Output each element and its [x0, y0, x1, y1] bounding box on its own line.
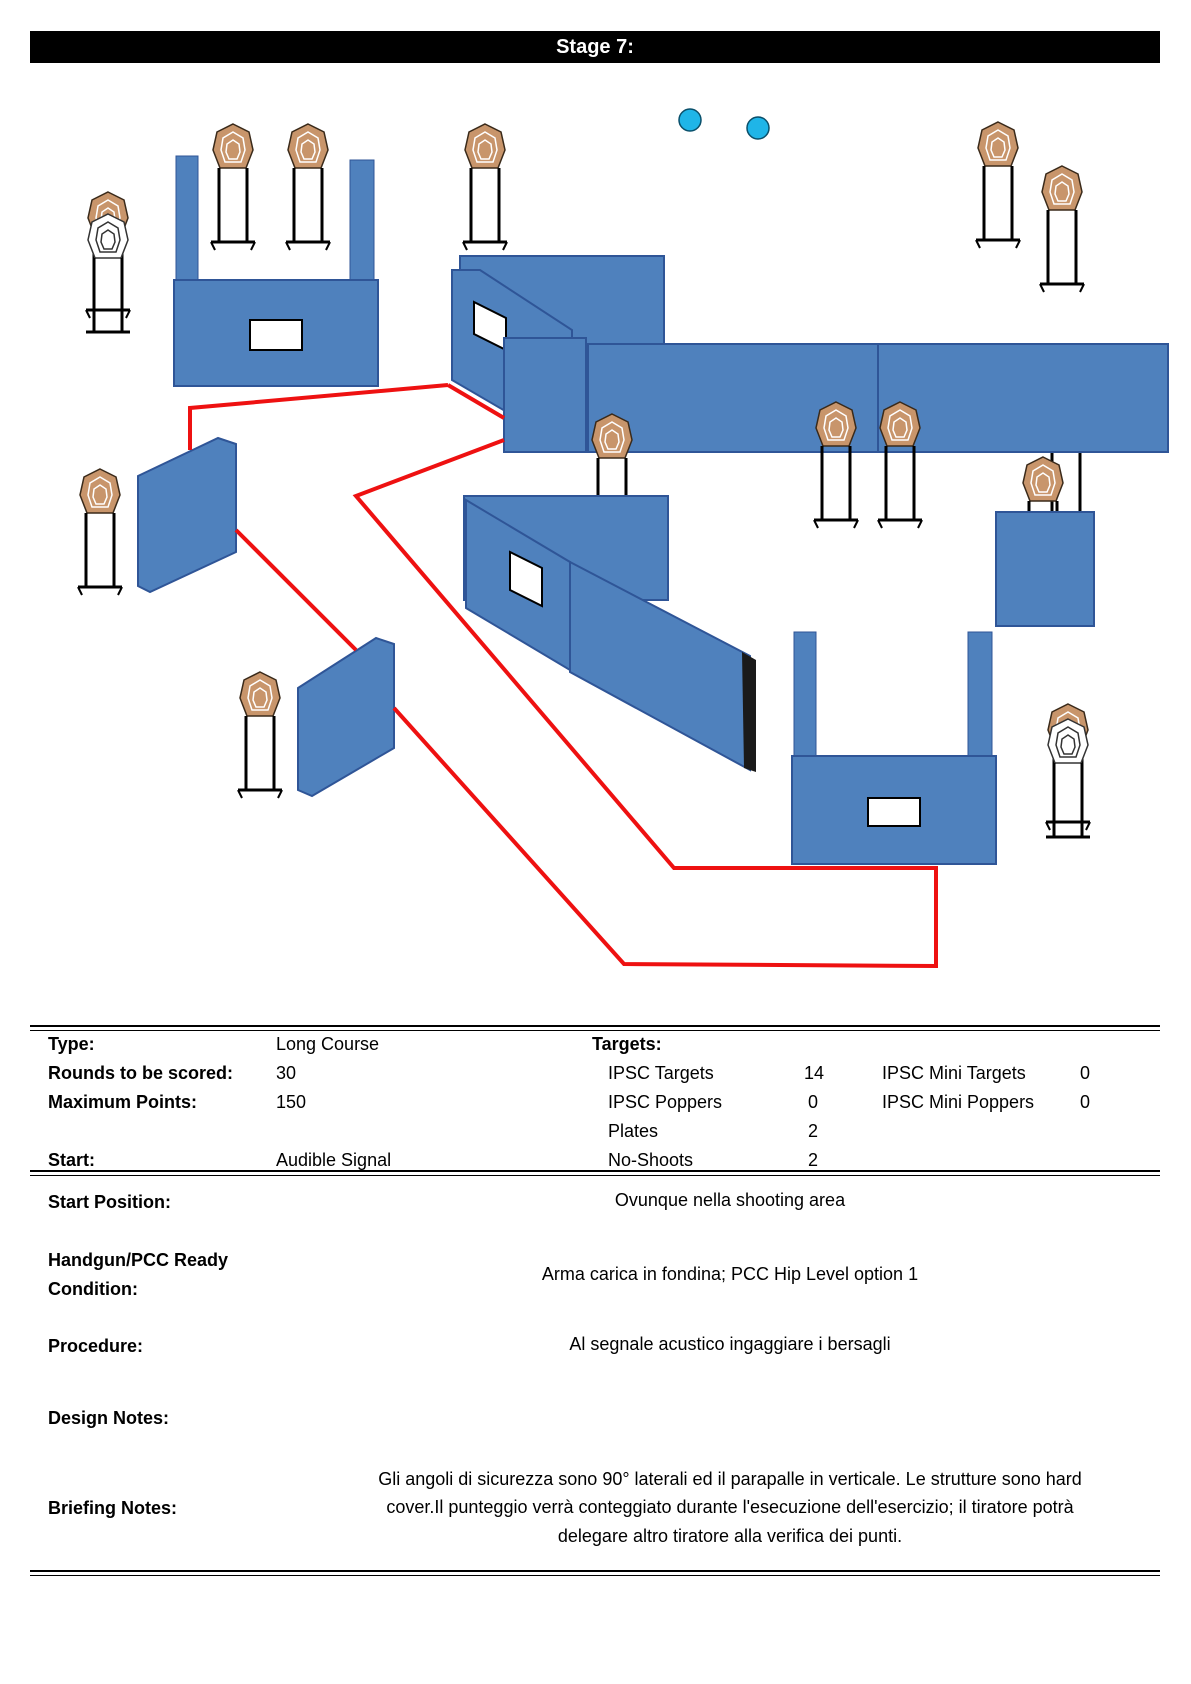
wall-structure-center-top [451, 255, 665, 453]
fault-line [188, 383, 449, 450]
stage-diagram [76, 108, 1169, 969]
fault-line [352, 438, 938, 969]
mini-poppers-label: IPSC Mini Poppers [882, 1092, 1035, 1112]
procedure-label: Procedure: [48, 1336, 144, 1356]
mini-poppers-value: 0 [1080, 1092, 1091, 1112]
plate-target [746, 116, 770, 140]
wall-left-upper [137, 436, 237, 594]
ipsc-poppers-label: IPSC Poppers [608, 1092, 723, 1112]
briefing-notes-line-1: Gli angoli di sicurezza sono 90° lateral… [378, 1469, 1082, 1489]
ipsc-target [236, 670, 284, 800]
design-notes-label: Design Notes: [48, 1408, 170, 1428]
ipsc-target [876, 400, 924, 530]
briefing-notes-line-2: cover.Il punteggio verrà conteggiato dur… [386, 1497, 1074, 1517]
briefing-notes-line-3: delegare altro tiratore alla verifica de… [557, 1526, 903, 1546]
briefing-notes-label: Briefing Notes: [48, 1498, 178, 1518]
wall-long-back [587, 343, 1169, 453]
rounds-label: Rounds to be scored: [48, 1063, 234, 1083]
no-shoots-label: No-Shoots [608, 1150, 694, 1170]
mini-targets-value: 0 [1080, 1063, 1091, 1083]
start-value: Audible Signal [276, 1150, 392, 1170]
fault-line [446, 383, 506, 420]
max-points-value: 150 [276, 1092, 307, 1112]
plates-value: 2 [808, 1121, 819, 1141]
start-label: Start: [48, 1150, 96, 1170]
start-position-value: Ovunque nella shooting area [614, 1190, 846, 1210]
plates-label: Plates [608, 1121, 659, 1141]
max-points-label: Maximum Points: [48, 1092, 198, 1112]
no-shoot-target [1044, 717, 1092, 839]
ready-condition-value: Arma carica in fondina; PCC Hip Level op… [541, 1264, 919, 1284]
divider [30, 1025, 1160, 1031]
stage-notes: Start Position: Ovunque nella shooting a… [30, 1180, 1160, 1570]
ipsc-target [284, 122, 332, 252]
wall-structure-left [173, 155, 379, 387]
ipsc-target [209, 122, 257, 252]
wall-right-block [995, 511, 1095, 627]
ipsc-targets-label: IPSC Targets [608, 1063, 714, 1083]
no-shoot-target [84, 212, 132, 334]
mini-targets-label: IPSC Mini Targets [882, 1063, 1026, 1083]
rounds-value: 30 [276, 1063, 297, 1083]
plate-target [678, 108, 702, 132]
ipsc-target [812, 400, 860, 530]
ipsc-targets-value: 14 [804, 1063, 825, 1083]
fault-line [234, 528, 358, 652]
stage-info: Type: Long Course Rounds to be scored: 3… [30, 1028, 1160, 1178]
type-value: Long Course [276, 1034, 380, 1054]
ready-condition-label-1: Handgun/PCC Ready [48, 1250, 229, 1270]
ipsc-poppers-value: 0 [808, 1092, 819, 1112]
ipsc-target [76, 467, 124, 597]
wall-structure-right-bottom [791, 631, 997, 865]
start-position-label: Start Position: [48, 1192, 172, 1212]
type-label: Type: [48, 1034, 95, 1054]
procedure-value: Al segnale acustico ingaggiare i bersagl… [569, 1334, 891, 1354]
ipsc-target [1038, 164, 1086, 294]
stage-title: Stage 7: [30, 31, 1160, 63]
divider [30, 1170, 1160, 1176]
wall-structure-middle [463, 495, 756, 772]
ipsc-target [461, 122, 509, 252]
ready-condition-label-2: Condition: [48, 1279, 138, 1299]
targets-label: Targets: [592, 1034, 662, 1054]
no-shoots-value: 2 [808, 1150, 819, 1170]
divider [30, 1570, 1160, 1576]
ipsc-target [974, 120, 1022, 250]
wall-left-lower [297, 636, 395, 798]
